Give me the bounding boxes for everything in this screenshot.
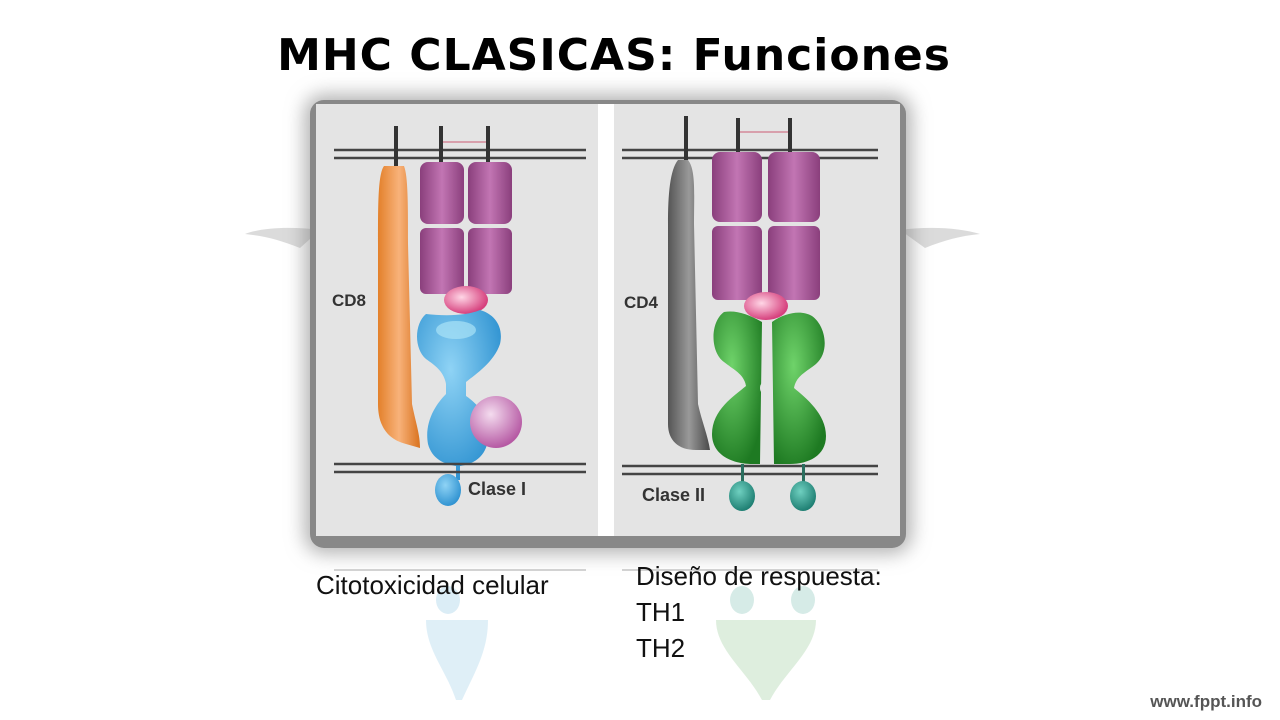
cd4-label: CD4 [624, 293, 659, 312]
mhc-class-ii-beta [772, 312, 826, 464]
decorative-wing-right [900, 227, 980, 248]
cd8-coreceptor [378, 166, 420, 448]
right-panel [622, 116, 878, 511]
beta2-microglobulin [470, 396, 522, 448]
caption-right-line-1: Diseño de respuesta: [636, 561, 882, 591]
caption-diseno-respuesta: Diseño de respuesta: TH1 TH2 [636, 558, 882, 666]
cd8-label: CD8 [332, 291, 366, 310]
clase-ii-label: Clase II [642, 485, 705, 505]
caption-citotoxicidad: Citotoxicidad celular [316, 570, 549, 600]
left-panel [334, 126, 586, 506]
caption-right-line-2: TH1 [636, 597, 686, 627]
footer-url: www.fppt.info [1150, 692, 1262, 711]
figure-reflection [334, 569, 878, 700]
clase-i-label: Clase I [468, 479, 526, 499]
decorative-wing-left [245, 227, 320, 248]
slide-title: MHC CLASICAS: Funciones [277, 30, 951, 81]
mhc-class-ii-alpha [712, 311, 762, 464]
mhc-diagram: CD8 Clase I CD4 Clase II [316, 104, 900, 536]
cd4-coreceptor [668, 160, 710, 450]
panel-divider [598, 104, 614, 536]
caption-right-line-3: TH2 [636, 633, 686, 663]
